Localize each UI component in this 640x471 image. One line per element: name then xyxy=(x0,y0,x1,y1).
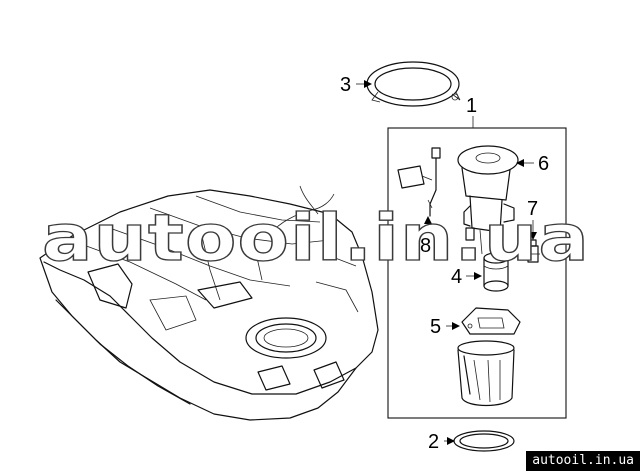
callout-4: 4 xyxy=(451,266,462,288)
callout-1: 1 xyxy=(466,95,477,117)
watermark-footer: autooil.in.ua xyxy=(526,451,640,471)
pump-assembly-frame xyxy=(387,127,567,419)
seal-ring-part-2 xyxy=(453,430,515,452)
pump-bracket-part-5 xyxy=(461,307,521,335)
callout-leaders xyxy=(356,80,537,445)
fuel-tank-drawing xyxy=(39,185,379,421)
pump-flange-part-6 xyxy=(457,145,519,255)
watermark-text: autooil.in.ua xyxy=(42,202,590,276)
callout-2: 2 xyxy=(428,431,439,453)
fuel-pump-part-4 xyxy=(483,252,509,292)
callout-3: 3 xyxy=(340,74,351,96)
fuel-strainer-cup xyxy=(457,340,515,407)
callout-5: 5 xyxy=(430,316,441,338)
callout-6: 6 xyxy=(538,153,549,175)
callout-8: 8 xyxy=(420,235,431,257)
callout-7: 7 xyxy=(527,198,538,220)
gasket-ring-part-3 xyxy=(366,61,461,107)
fuel-level-sender-part-8 xyxy=(397,147,441,217)
